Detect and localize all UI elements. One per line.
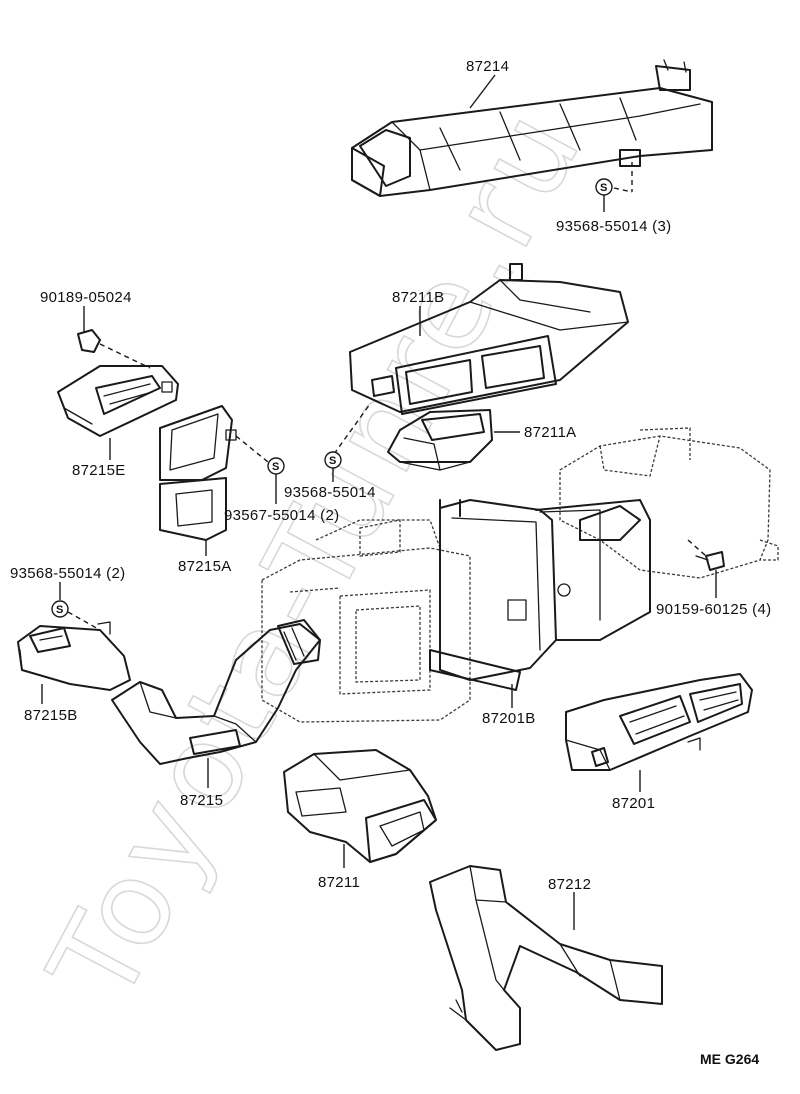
leader-dash-93568-2 (67, 611, 101, 631)
label-93568-55014-3: 93568-55014 (3) (556, 218, 671, 235)
leader-dash-93568-3b (613, 187, 633, 193)
label-93568-55014: 93568-55014 (284, 484, 376, 501)
screw-symbol-letter: S (600, 182, 607, 194)
leader-dash-93568 (333, 403, 371, 455)
screw-symbol-icon-4 (51, 600, 69, 618)
label-87215B: 87215B (24, 707, 78, 724)
label-87211: 87211 (318, 874, 360, 891)
side-duct-87215 (111, 619, 321, 765)
register-87215E (57, 365, 179, 437)
heater-unit-ghost (261, 519, 471, 723)
blower-housing-ghost (559, 427, 779, 579)
label-87201B: 87201B (482, 710, 536, 727)
label-87211B: 87211B (392, 289, 444, 306)
label-87215: 87215 (180, 792, 223, 809)
screw-symbol-letter-2: S (329, 455, 336, 467)
label-90189-05024: 90189-05024 (40, 289, 132, 306)
label-93568-55014-2: 93568-55014 (2) (10, 565, 125, 582)
label-87215A: 87215A (178, 558, 232, 575)
leader-87214 (469, 74, 496, 109)
side-duct-87215A (159, 405, 237, 541)
label-87211A: 87211A (524, 424, 576, 441)
label-87201: 87201 (612, 795, 655, 812)
label-90159-60125-4: 90159-60125 (4) (656, 601, 771, 618)
lower-register-87211 (283, 749, 437, 863)
screw-symbol-letter-4: S (56, 604, 63, 616)
label-93567-55014-2: 93567-55014 (2) (224, 507, 339, 524)
blower-duct-87201B (429, 499, 651, 691)
label-87214: 87214 (466, 58, 509, 75)
clip-90189-05024 (77, 329, 101, 353)
label-87212: 87212 (548, 876, 591, 893)
label-87215E: 87215E (72, 462, 126, 479)
screw-symbol-letter-3: S (272, 461, 279, 473)
watermark: Toyota-Tunre.ru (22, 85, 609, 1024)
reference-code: ME G264 (700, 1051, 759, 1067)
leader-dash-90159 (687, 539, 707, 557)
defroster-duct-87214 (351, 59, 713, 197)
bolt-90159-60125 (695, 551, 725, 571)
center-register-87211A (387, 409, 493, 471)
side-register-87215B (17, 621, 131, 691)
leader-dash-93567 (235, 435, 269, 463)
rear-duct-87212 (429, 865, 663, 1051)
center-register-87201 (565, 673, 753, 771)
leader-dash-90189 (99, 343, 151, 369)
center-duct-87211B (349, 263, 629, 415)
